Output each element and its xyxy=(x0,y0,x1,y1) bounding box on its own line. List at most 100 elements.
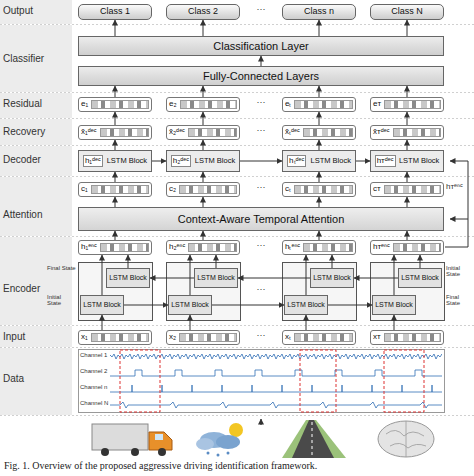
flow-arrow xyxy=(102,255,103,295)
flow-arrow xyxy=(356,161,370,162)
vector-cells xyxy=(384,333,441,342)
vector-cells xyxy=(393,243,441,252)
flow-arrow xyxy=(260,419,261,425)
flow-arrow xyxy=(152,161,166,162)
vector-cells xyxy=(384,100,441,109)
brain-icon xyxy=(386,421,426,457)
flow-arrow xyxy=(261,56,262,66)
vector-cells xyxy=(91,185,149,194)
encoder-lstm-box: LSTM Block xyxy=(284,295,328,315)
node-text: x̂₂ᵈᵉᶜ xyxy=(169,128,185,137)
flow-arrow xyxy=(354,278,398,279)
state-label: Initial State xyxy=(446,265,474,278)
weather-icon xyxy=(216,435,240,449)
flow-arrow xyxy=(203,20,204,36)
brain-icon xyxy=(378,421,434,457)
flow-arrow xyxy=(128,255,129,268)
node-text: LSTM Block xyxy=(399,157,439,165)
node-text: LSTM Block xyxy=(83,301,121,309)
vector-box: c₂ xyxy=(166,182,240,197)
truck-icon xyxy=(155,434,163,440)
flow-arrow xyxy=(115,86,116,97)
truck-icon xyxy=(158,448,166,456)
node-text: cₜ xyxy=(285,185,291,194)
vector-box: eₜ xyxy=(282,97,356,112)
focus-window xyxy=(120,350,160,412)
row-separator xyxy=(0,92,474,93)
row-separator xyxy=(0,415,474,416)
flow-arrow xyxy=(115,112,116,125)
node-text: x̂₁ᵈᵉᶜ xyxy=(81,128,97,137)
class-box: Class 2 xyxy=(166,4,240,20)
vector-box: x̂₂ᵈᵉᶜ xyxy=(166,125,240,140)
flow-arrow xyxy=(394,255,395,295)
encoder-lstm-box: LSTM Block xyxy=(372,295,416,315)
encoder-column xyxy=(79,263,153,321)
state-label: Final State xyxy=(47,265,76,271)
encoder-column xyxy=(167,263,241,321)
node-text: Class N xyxy=(391,7,423,17)
state-label: hᴛᵉⁿᶜ xyxy=(446,183,466,191)
row-band xyxy=(0,93,72,118)
flow-arrow xyxy=(203,172,204,182)
flow-arrow xyxy=(407,112,408,125)
encoder-column xyxy=(79,263,445,321)
node-text: xₜ xyxy=(285,333,291,342)
vector-cells xyxy=(303,243,353,252)
vector-box: hᴛᵉⁿᶜ xyxy=(370,240,444,255)
row-separator xyxy=(0,24,474,25)
node-text: Class 1 xyxy=(100,7,130,17)
road-icon xyxy=(282,420,346,458)
node-text: e₁ xyxy=(81,100,88,109)
flow-arrow xyxy=(407,140,408,150)
weather-icon xyxy=(207,452,210,455)
encoder-state-line xyxy=(450,219,468,220)
vector-box: xᴛ xyxy=(370,330,444,345)
channel-label: Channel 1 xyxy=(80,352,110,358)
ellipsis: ··· xyxy=(240,183,282,192)
flow-arrow xyxy=(306,255,307,295)
row-label: Recovery xyxy=(3,127,69,138)
flow-arrow xyxy=(212,305,284,306)
row-label: Residual xyxy=(3,99,69,110)
vector-cells xyxy=(100,128,149,137)
encoder-lstm-box: LSTM Block xyxy=(80,295,124,315)
flow-arrow xyxy=(238,278,310,279)
class-box: Class n xyxy=(282,4,356,20)
flow-arrow xyxy=(319,172,320,182)
row-band xyxy=(0,25,72,92)
decoder-lstm-box: hₜᵈᵉᶜLSTM Block xyxy=(282,150,356,172)
flow-arrow xyxy=(102,315,103,330)
row-separator xyxy=(0,325,474,326)
row-label: Input xyxy=(3,332,69,343)
brain-icon xyxy=(378,421,434,457)
decoder-lstm-box: h₁ᵈᵉᶜLSTM Block xyxy=(78,150,152,172)
ellipsis: ··· xyxy=(240,126,282,135)
focus-window xyxy=(120,350,424,412)
node-text: hᴛᵉⁿᶜ xyxy=(373,243,390,252)
vector-cells xyxy=(393,128,442,137)
flow-arrow xyxy=(216,255,217,268)
vector-box: eᴛ xyxy=(370,97,444,112)
vector-cells xyxy=(384,185,441,194)
flow-arrow xyxy=(319,86,320,97)
weather-icon xyxy=(217,454,220,457)
vector-box: c₁ xyxy=(78,182,152,197)
vector-box: hₜᵉⁿᶜ xyxy=(282,240,356,255)
flow-arrow xyxy=(190,315,191,330)
vector-box: h₂ᵉⁿᶜ xyxy=(166,240,240,255)
node-text: LSTM Block xyxy=(197,274,235,282)
flow-arrow xyxy=(407,231,408,240)
node-text: LSTM Block xyxy=(107,157,147,165)
signal-panel xyxy=(79,350,445,413)
node-text: eᴛ xyxy=(373,100,381,109)
row-band xyxy=(0,348,72,415)
node-text: LSTM Block xyxy=(313,274,351,282)
row-separator xyxy=(0,236,474,237)
flow-arrow xyxy=(150,278,194,279)
layer-box: Fully-Connected Layers xyxy=(78,66,444,86)
node-text: c₂ xyxy=(169,185,176,194)
class-box: Class N xyxy=(370,4,444,20)
node-text: LSTM Block xyxy=(310,157,350,165)
